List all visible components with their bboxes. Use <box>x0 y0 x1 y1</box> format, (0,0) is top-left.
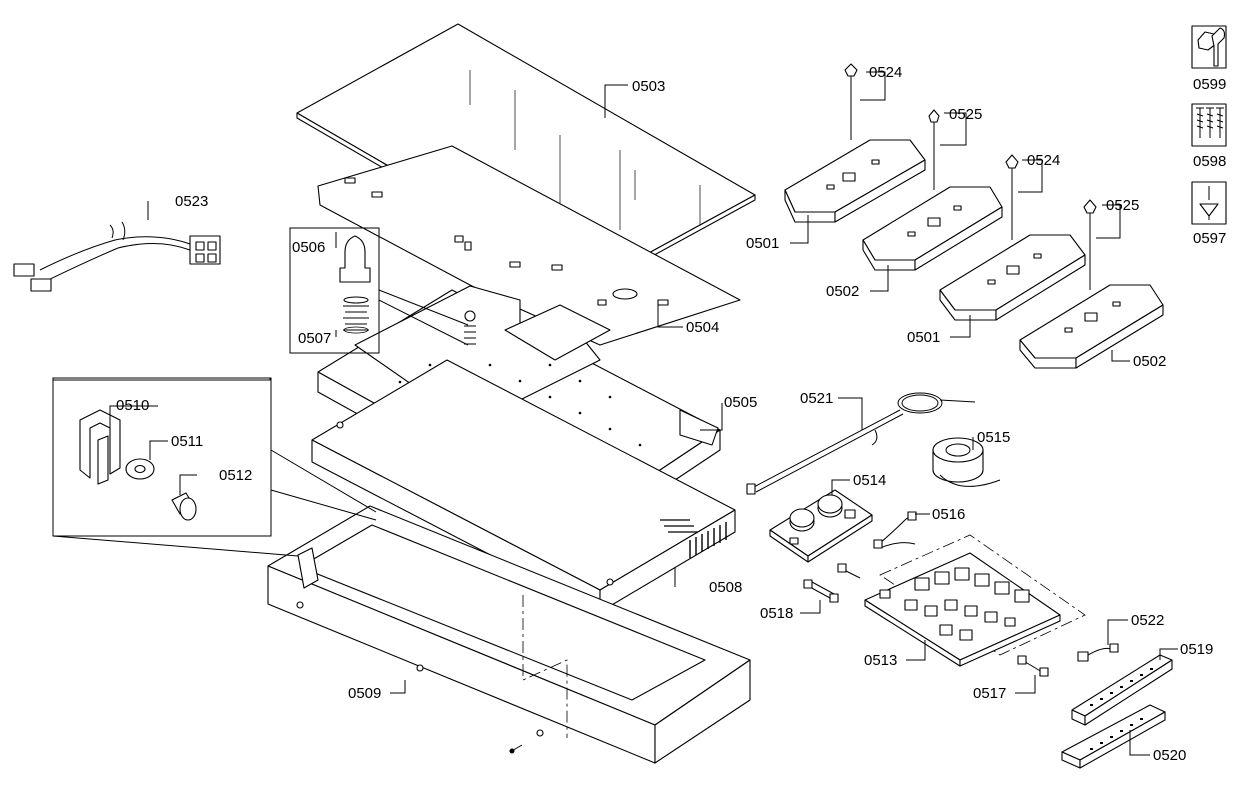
spring-detail-box <box>289 227 476 354</box>
screws-icon <box>1191 103 1227 147</box>
label-0503: 0503 <box>632 78 665 95</box>
control-strip-0520 <box>1061 704 1166 769</box>
label-0505: 0505 <box>724 394 757 411</box>
label-0524-a: 0524 <box>869 64 902 81</box>
small-cable-0518 <box>803 563 861 603</box>
coil-tray-1 <box>784 63 926 223</box>
label-0522: 0522 <box>1131 612 1164 629</box>
label-0501-a: 0501 <box>746 235 779 252</box>
label-0517: 0517 <box>973 685 1006 702</box>
label-0508: 0508 <box>709 579 742 596</box>
cooling-fan <box>932 437 1001 487</box>
label-0502-b: 0502 <box>1133 353 1166 370</box>
sensor-cable <box>746 392 976 495</box>
label-0523: 0523 <box>175 193 208 210</box>
label-0501-b: 0501 <box>907 329 940 346</box>
outer-frame <box>267 505 751 764</box>
small-cable-0517 <box>1017 655 1049 677</box>
label-0525-a: 0525 <box>949 106 982 123</box>
label-0516: 0516 <box>932 506 965 523</box>
label-0513: 0513 <box>864 652 897 669</box>
nut-wrench-icon <box>1191 25 1227 69</box>
control-strip-0519 <box>1071 654 1173 726</box>
label-0520: 0520 <box>1153 747 1186 764</box>
label-0514: 0514 <box>853 472 886 489</box>
label-0525-b: 0525 <box>1106 197 1139 214</box>
wiring-harness <box>13 221 221 292</box>
bottom-tray <box>311 359 736 613</box>
power-board <box>864 534 1086 667</box>
label-0502-a: 0502 <box>826 283 859 300</box>
small-cable-0516 <box>873 511 917 549</box>
label-0506: 0506 <box>292 239 325 256</box>
label-0507: 0507 <box>298 330 331 347</box>
leader-lines <box>109 71 1178 756</box>
label-kit-0599: 0599 <box>1193 76 1226 93</box>
small-cable-0522 <box>1077 643 1119 662</box>
label-0504: 0504 <box>686 319 719 336</box>
label-0515: 0515 <box>977 429 1010 446</box>
label-0521: 0521 <box>800 390 833 407</box>
coil-tray-2 <box>862 109 1003 271</box>
coil-tray-4 <box>1019 199 1164 369</box>
label-0512: 0512 <box>219 467 252 484</box>
label-kit-0597: 0597 <box>1193 230 1226 247</box>
label-0519: 0519 <box>1180 641 1213 658</box>
label-0524-b: 0524 <box>1027 152 1060 169</box>
label-0518: 0518 <box>760 605 793 622</box>
coil-tray-3 <box>939 154 1086 321</box>
label-kit-0598: 0598 <box>1193 153 1226 170</box>
label-0511: 0511 <box>171 433 203 450</box>
label-0509: 0509 <box>348 685 381 702</box>
screwdriver-icon <box>1191 181 1227 225</box>
filter-board <box>769 489 873 563</box>
label-0510: 0510 <box>116 397 149 414</box>
